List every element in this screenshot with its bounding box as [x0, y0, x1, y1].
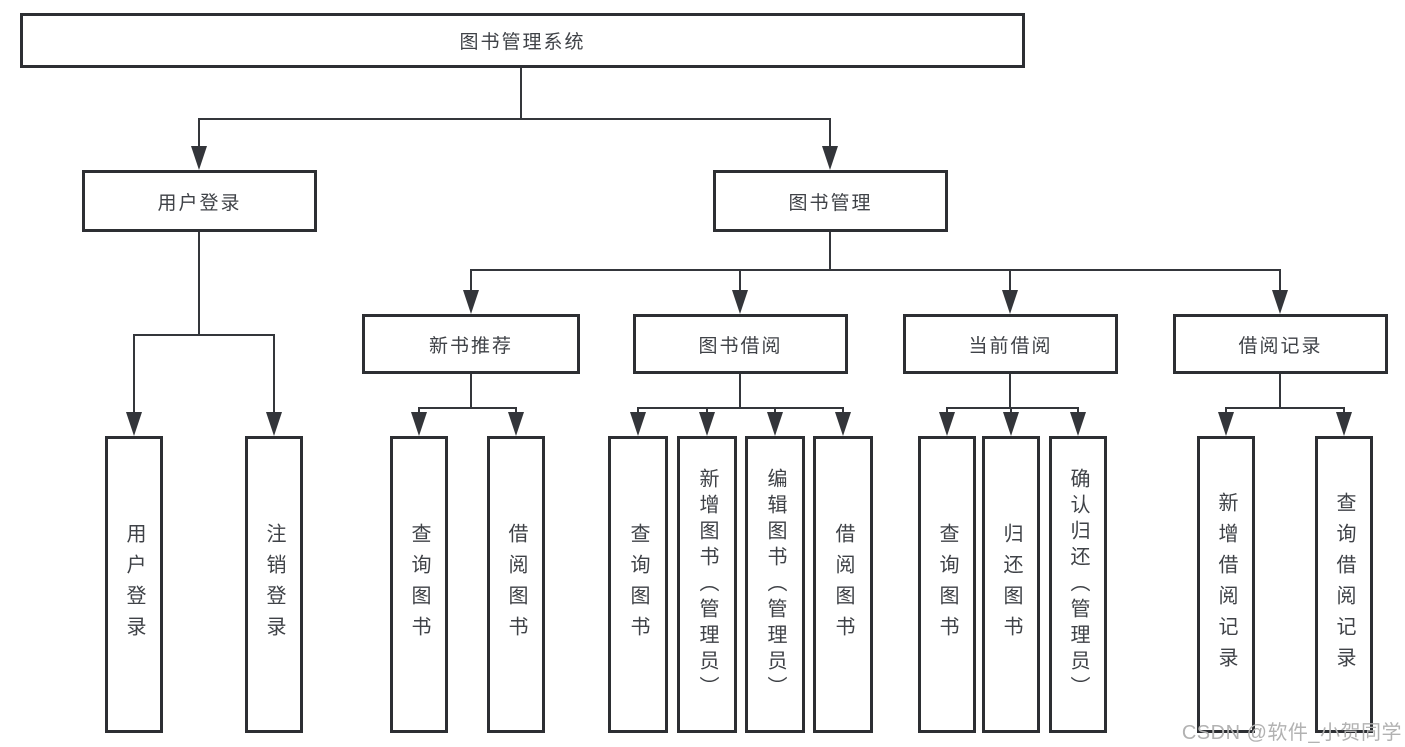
- connector-line: [470, 269, 1281, 271]
- connector-line: [198, 118, 831, 120]
- leaf-return-books: 归还图书: [982, 436, 1040, 733]
- leaf-confirm-return-admin: 确认归还（管理员）: [1049, 436, 1107, 733]
- arrow-down-icon: [1002, 290, 1018, 314]
- node-user-login-label: 用户登录: [157, 192, 242, 214]
- arrow-down-icon: [1272, 290, 1288, 314]
- arrow-down-icon: [411, 412, 427, 436]
- leaf-add-borrow-record-label: 新增借阅记录: [1215, 491, 1237, 678]
- connector-line: [946, 407, 1079, 409]
- leaf-user-login-label: 用户登录: [123, 522, 145, 647]
- leaf-edit-books-admin-label: 编辑图书（管理员）: [764, 467, 786, 702]
- connector-line: [1010, 407, 1012, 414]
- leaf-borrow-books-borrowing: 借阅图书: [813, 436, 873, 733]
- arrow-down-icon: [822, 146, 838, 170]
- node-book-borrowing-label: 图书借阅: [698, 335, 783, 357]
- node-new-book-recommend-label: 新书推荐: [428, 335, 513, 357]
- leaf-add-borrow-record: 新增借阅记录: [1197, 436, 1255, 733]
- connector-line: [1077, 407, 1079, 414]
- connector-line: [829, 118, 831, 148]
- leaf-query-books-current: 查询图书: [918, 436, 976, 733]
- connector-line: [470, 374, 472, 409]
- connector-line: [198, 232, 200, 336]
- node-book-borrowing: 图书借阅: [633, 314, 848, 374]
- arrow-down-icon: [1336, 412, 1352, 436]
- connector-line: [946, 407, 948, 414]
- connector-line: [418, 407, 420, 414]
- connector-line: [133, 334, 275, 336]
- leaf-edit-books-admin: 编辑图书（管理员）: [745, 436, 805, 733]
- leaf-confirm-return-admin-label: 确认归还（管理员）: [1067, 467, 1089, 702]
- node-borrowing-records-label: 借阅记录: [1238, 335, 1323, 357]
- connector-line: [739, 269, 741, 292]
- leaf-query-borrow-record-label: 查询借阅记录: [1333, 491, 1355, 678]
- leaf-borrow-books-recommend-label: 借阅图书: [505, 522, 527, 647]
- connector-line: [739, 374, 741, 409]
- connector-line: [829, 232, 831, 271]
- arrow-down-icon: [1070, 412, 1086, 436]
- node-user-login: 用户登录: [82, 170, 317, 232]
- leaf-query-books-current-label: 查询图书: [936, 522, 958, 647]
- leaf-query-borrow-record: 查询借阅记录: [1315, 436, 1373, 733]
- arrow-down-icon: [1003, 412, 1019, 436]
- connector-line: [198, 118, 200, 148]
- node-borrowing-records: 借阅记录: [1173, 314, 1388, 374]
- watermark-text: CSDN @软件_小贺同学: [1181, 722, 1402, 744]
- connector-line: [470, 269, 472, 292]
- arrow-down-icon: [463, 290, 479, 314]
- connector-line: [637, 407, 844, 409]
- connector-line: [515, 407, 517, 414]
- leaf-query-books-recommend-label: 查询图书: [408, 522, 430, 647]
- node-book-management-label: 图书管理: [788, 192, 873, 214]
- leaf-logout: 注销登录: [245, 436, 303, 733]
- leaf-add-books-admin: 新增图书（管理员）: [677, 436, 737, 733]
- connector-line: [1279, 374, 1281, 409]
- arrow-down-icon: [732, 290, 748, 314]
- arrow-down-icon: [191, 146, 207, 170]
- connector-line: [774, 407, 776, 414]
- leaf-query-books-borrowing: 查询图书: [608, 436, 668, 733]
- node-root: 图书管理系统: [20, 13, 1025, 68]
- leaf-add-books-admin-label: 新增图书（管理员）: [696, 467, 718, 702]
- connector-line: [520, 68, 522, 120]
- connector-line: [706, 407, 708, 414]
- arrow-down-icon: [1218, 412, 1234, 436]
- arrow-down-icon: [126, 412, 142, 436]
- connector-line: [1225, 407, 1227, 414]
- connector-line: [842, 407, 844, 414]
- node-new-book-recommend: 新书推荐: [362, 314, 580, 374]
- connector-line: [1225, 407, 1345, 409]
- arrow-down-icon: [767, 412, 783, 436]
- leaf-borrow-books-borrowing-label: 借阅图书: [832, 522, 854, 647]
- arrow-down-icon: [699, 412, 715, 436]
- leaf-user-login: 用户登录: [105, 436, 163, 733]
- connector-line: [418, 407, 517, 409]
- node-root-label: 图书管理系统: [459, 32, 586, 53]
- connector-line: [1279, 269, 1281, 292]
- node-book-management: 图书管理: [713, 170, 948, 232]
- leaf-borrow-books-recommend: 借阅图书: [487, 436, 545, 733]
- arrow-down-icon: [835, 412, 851, 436]
- connector-line: [637, 407, 639, 414]
- node-current-borrowing: 当前借阅: [903, 314, 1118, 374]
- connector-line: [133, 334, 135, 414]
- leaf-return-books-label: 归还图书: [1000, 522, 1022, 647]
- leaf-query-books-recommend: 查询图书: [390, 436, 448, 733]
- arrow-down-icon: [939, 412, 955, 436]
- node-current-borrowing-label: 当前借阅: [968, 335, 1053, 357]
- arrow-down-icon: [630, 412, 646, 436]
- connector-line: [273, 334, 275, 414]
- leaf-logout-label: 注销登录: [263, 522, 285, 647]
- arrow-down-icon: [508, 412, 524, 436]
- leaf-query-books-borrowing-label: 查询图书: [627, 522, 649, 647]
- connector-line: [1009, 374, 1011, 409]
- connector-line: [1343, 407, 1345, 414]
- connector-line: [1009, 269, 1011, 292]
- arrow-down-icon: [266, 412, 282, 436]
